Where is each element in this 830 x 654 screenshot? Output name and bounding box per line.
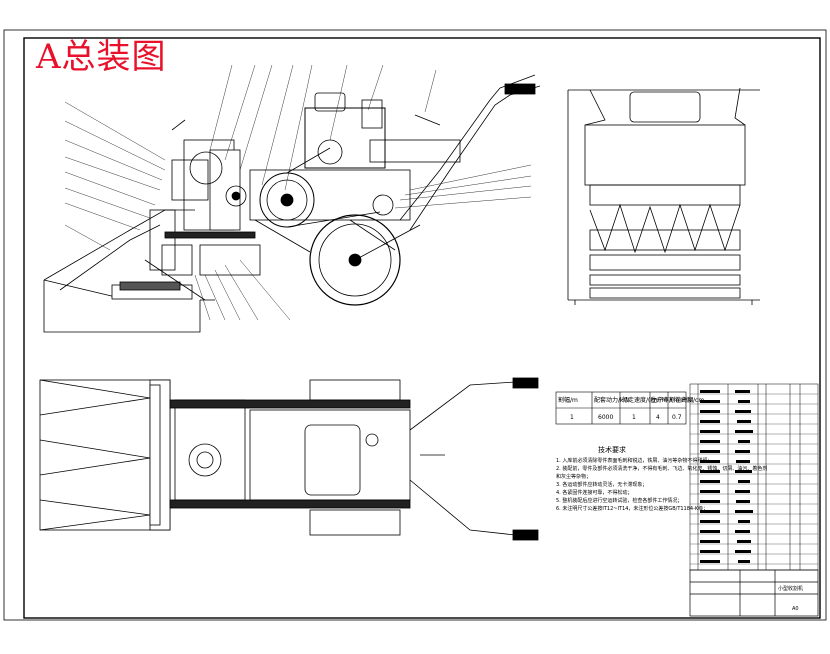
drawing-title-stamp: A总装图 <box>36 37 167 77</box>
param-header-1: 割幅/m <box>558 396 578 404</box>
param-value-4: 4 <box>656 414 660 421</box>
front-view-leaders <box>64 64 532 321</box>
note-line-5: 4. 各紧固件连接可靠，不得松动； <box>556 489 632 496</box>
parts-list-fill <box>700 390 753 563</box>
note-line-7: 6. 未注明尺寸公差按IT12~IT14，未注形位公差按GB/T1184-K级； <box>556 505 708 512</box>
note-line-2: 2. 装配前，零件及部件必须清洗干净，不得有毛刺、飞边、氧化皮、锈蚀、切屑、油污… <box>556 465 767 472</box>
note-line-4: 3. 各运动部件应转动灵活，无卡滞现象； <box>556 481 647 488</box>
title-block-text: 小型收割机 A0 <box>778 585 803 612</box>
outer-border <box>3 29 827 621</box>
notes-title: 技术要求 <box>598 445 626 454</box>
param-value-3: 1 <box>632 414 636 421</box>
param-header-2: 配套动力/kW <box>594 396 629 404</box>
front-view <box>43 74 541 333</box>
param-value-5: 0.7 <box>672 414 682 421</box>
param-header-3: 行走速度/(km/h) <box>622 396 668 404</box>
note-line-1: 1. 入库前必须清除零件表面毛刺和锐边，铁屑、油污等杂物不得残留； <box>556 457 712 464</box>
param-header-5: 割茬高度/cm <box>669 396 704 404</box>
param-value-2: 6000 <box>598 414 613 421</box>
note-line-6: 5. 整机装配后应进行空运转试验，检查各部件工作情况； <box>556 497 682 504</box>
technical-notes: 技术要求 1. 入库前必须清除零件表面毛刺和锐边，铁屑、油污等杂物不得残留； 2… <box>556 445 767 512</box>
title-block-sheet-note: A0 <box>792 606 799 612</box>
param-value-1: 1 <box>570 414 574 421</box>
parts-list <box>689 383 819 571</box>
parts-list-rows <box>690 393 818 565</box>
note-line-3: 和灰尘等杂物； <box>556 473 591 480</box>
parameter-table <box>555 391 687 425</box>
title-block <box>689 569 819 617</box>
inner-border <box>23 37 821 619</box>
side-view <box>567 87 760 305</box>
top-view <box>39 377 539 541</box>
parameter-table-text: 割幅/m 配套动力/kW 行走速度/(km/h) 生产率/(hm²/h) 割茬高… <box>558 396 704 421</box>
param-header-4: 生产率/(hm²/h) <box>651 396 694 404</box>
title-block-drawing-title: 小型收割机 <box>778 585 803 592</box>
